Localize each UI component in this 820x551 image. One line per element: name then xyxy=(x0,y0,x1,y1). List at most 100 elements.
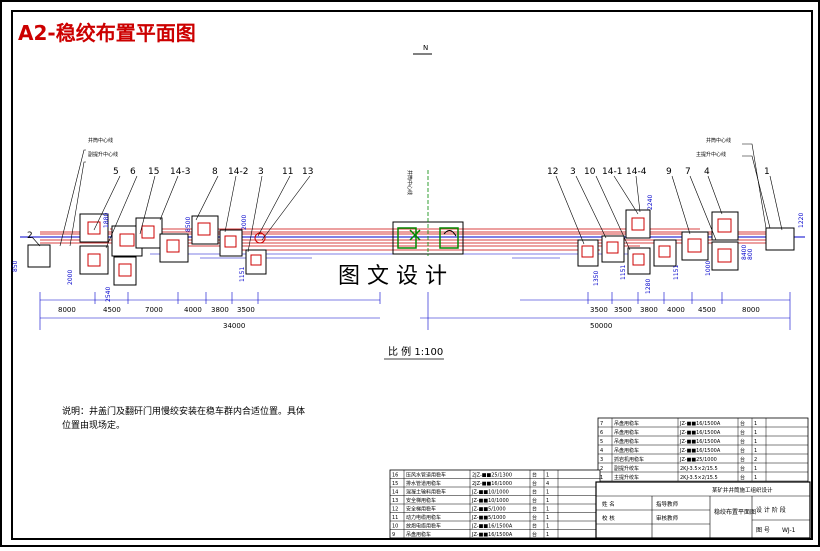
table-cell: 台 xyxy=(532,514,537,521)
table-cell: 15 xyxy=(392,481,398,487)
checker-label: 校 核 xyxy=(602,514,615,522)
table-cell: 13 xyxy=(392,498,398,504)
table-cell: 6 xyxy=(600,430,603,436)
note-line: 说明：井盖门及翻矸门用慢绞安装在稳车群内合适位置。具体 xyxy=(62,405,305,417)
winch-box xyxy=(245,249,267,275)
dim-text: 1880 xyxy=(103,213,110,228)
dim-text: 1151 xyxy=(620,265,627,280)
watermark: 图 文 设 计 xyxy=(338,264,447,289)
winch-box xyxy=(27,244,51,268)
table-cell: 放炮电缆用稳车 xyxy=(406,523,441,530)
table-cell: 台 xyxy=(532,489,537,496)
winch-drum xyxy=(197,222,211,236)
table-cell: 1 xyxy=(754,475,757,481)
table-cell: 台 xyxy=(532,480,537,487)
table-cell: 1 xyxy=(600,475,603,481)
winch-drum xyxy=(717,248,732,263)
note-line: 位置由现场定。 xyxy=(62,419,125,431)
winch-drum xyxy=(224,235,237,248)
equipment-label: 10 xyxy=(584,167,596,177)
inner-frame xyxy=(11,10,813,540)
winch-box xyxy=(79,213,109,243)
winch-drum xyxy=(687,238,702,253)
table-cell: 台 xyxy=(532,472,537,479)
table-cell: 1 xyxy=(754,430,757,436)
table-cell: 台 xyxy=(740,465,745,472)
dim-text: 1151 xyxy=(673,265,680,280)
winch-drum xyxy=(118,263,132,277)
table-cell: JZ-■■16/1500A xyxy=(679,430,721,436)
main-hoist-box xyxy=(765,227,795,251)
left-centerline-label: 井筒中心线 xyxy=(88,137,113,144)
table-cell: 排水管道用稳车 xyxy=(406,480,441,487)
table-cell: JZ-■■5/1000 xyxy=(471,515,506,521)
sheet-label: 图 号 xyxy=(756,527,770,534)
table-cell: 1 xyxy=(754,421,757,427)
dim-text: 800 xyxy=(747,248,754,260)
dim-text: 7000 xyxy=(145,306,163,314)
winch-box xyxy=(625,209,651,239)
dim-text: 1350 xyxy=(593,271,600,286)
equipment-label: 1 xyxy=(764,167,770,177)
page-title: A2-稳绞布置平面图 xyxy=(18,21,196,45)
table-cell: 主提升绞车 xyxy=(614,474,639,481)
table-cell: 混凝土输料用稳车 xyxy=(406,489,446,496)
table-cell: 1 xyxy=(546,507,549,513)
dimension-chain xyxy=(39,292,791,330)
table-cell: JZ-■■5/1000 xyxy=(471,507,506,513)
table-cell: 1 xyxy=(754,466,757,472)
table-cell: 台 xyxy=(740,420,745,427)
table-cell: JZ-■■16/1500A xyxy=(471,532,513,538)
winch-box xyxy=(711,241,739,271)
table-cell: 7 xyxy=(600,421,603,427)
central-shaft: 井筒中心线 xyxy=(392,170,464,290)
dim-text: 4000 xyxy=(667,306,685,314)
winch-box xyxy=(79,245,109,275)
shaft-centerline-label: 井筒中心线 xyxy=(406,170,413,195)
table-cell: JZ-■■16/1500A xyxy=(679,421,721,427)
table-cell: JZ-■■10/1000 xyxy=(471,498,509,504)
dim-text: 850 xyxy=(12,260,19,272)
table-cell: 4 xyxy=(546,481,549,487)
table-cell: 10 xyxy=(392,524,398,530)
table-cell: 吊盘用稳车 xyxy=(614,429,639,436)
table-cell: 吊盘用稳车 xyxy=(614,438,639,445)
dim-text: 2000 xyxy=(241,215,248,230)
dim-text: 1000 xyxy=(705,261,712,276)
winch-sheave xyxy=(254,232,266,244)
design-stage: 设 计 阶 段 xyxy=(756,506,786,514)
table-cell: 安全梯用稳车 xyxy=(406,506,436,513)
table-cell: 1 xyxy=(546,498,549,504)
equipment-label: 14-1 xyxy=(602,167,622,177)
dim-text: 4500 xyxy=(103,306,121,314)
winch-box xyxy=(681,231,709,261)
winch-box xyxy=(219,229,243,257)
centerline-labels: 井筒中心线 副提升中心线 井筒中心线 主提升中心线 xyxy=(88,137,731,158)
leader-lines xyxy=(31,143,783,253)
winch-drum xyxy=(658,245,671,258)
winch-box xyxy=(191,215,219,245)
dim-text: 3500 xyxy=(614,306,632,314)
table-cell: 1 xyxy=(754,439,757,445)
table-cell: 动力电缆用稳车 xyxy=(406,514,441,521)
table-cell: 压风水管道用稳车 xyxy=(406,472,446,479)
dim-text: 1280 xyxy=(645,279,652,294)
table-cell: JZ-■■25/1000 xyxy=(679,457,717,463)
table-cell: 1 xyxy=(754,448,757,454)
table-cell: 1 xyxy=(546,473,549,479)
table-cell: 吊盘用稳车 xyxy=(614,420,639,427)
dim-text: 3500 xyxy=(590,306,608,314)
equipment-table-top: 7 吊盘用稳车 JZ-■■16/1500A 台 1 6 吊盘用稳车 JZ-■■16/1500A… xyxy=(597,417,809,483)
equipment-label: 15 xyxy=(148,167,159,177)
equipment-label: 7 xyxy=(685,167,691,177)
winch-drum xyxy=(166,239,180,253)
north-label: N xyxy=(423,44,428,52)
winch-drum xyxy=(87,221,101,235)
table-cell: 台 xyxy=(740,456,745,463)
equipment-labels: 2 5 6 15 14-3 8 14-2 3 11 13 12 3 10 14-… xyxy=(27,167,770,241)
winch-drum xyxy=(87,253,101,267)
table-cell: 台 xyxy=(532,531,537,538)
